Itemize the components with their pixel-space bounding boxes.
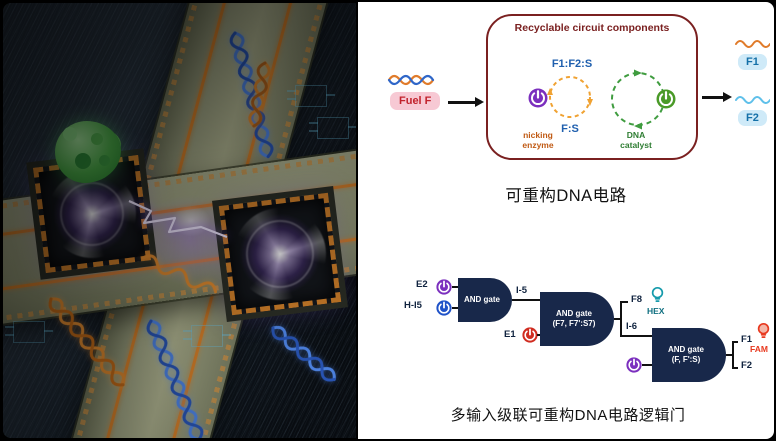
fs-label: F:S xyxy=(559,123,581,135)
input-e1-label: E1 xyxy=(504,329,516,340)
wire xyxy=(642,364,652,366)
e2-power-icon xyxy=(436,279,452,295)
wire xyxy=(726,354,734,356)
vignette xyxy=(3,3,356,438)
wire-i6 xyxy=(620,335,654,337)
fam-label: FAM xyxy=(750,344,768,354)
wire xyxy=(614,318,622,320)
dna-catalyst-label: DNA catalyst xyxy=(620,129,652,150)
fuel-badge: Fuel F xyxy=(390,92,441,110)
nicking-enzyme-label: nicking enzyme xyxy=(522,129,554,150)
wire-i6-label: I-6 xyxy=(626,321,638,332)
complex-label: F1:F2:S xyxy=(549,58,595,70)
wire xyxy=(732,341,738,343)
output-f2-badge: F2 xyxy=(738,110,767,126)
fuel-strand-icon xyxy=(387,74,435,86)
wire-i5-label: I-5 xyxy=(516,285,528,296)
out-f1-label: F1 xyxy=(741,334,753,345)
wire-i5 xyxy=(512,299,540,301)
hex-label: HEX xyxy=(647,306,665,316)
wire xyxy=(732,367,738,369)
wire xyxy=(452,286,458,288)
fam-reporter-icon xyxy=(757,322,770,338)
wire xyxy=(620,301,628,303)
diagram-panel: Fuel F Recyclable circuit components F1:… xyxy=(358,2,774,439)
nicking-enzyme-icon xyxy=(528,88,548,108)
input-e2-label: E2 xyxy=(416,279,428,290)
wire xyxy=(537,334,541,336)
wire-fork xyxy=(732,341,734,369)
input-hi5-label: H-I5 xyxy=(404,300,422,311)
f1-strand-icon xyxy=(735,40,770,48)
output-arrow xyxy=(702,92,732,102)
out-f2-label: F2 xyxy=(741,360,753,371)
wire-fork xyxy=(620,301,622,337)
and-gate-3: AND gate (F, F':S) xyxy=(652,328,726,382)
e1-power-icon xyxy=(522,327,538,343)
gate3-power-icon xyxy=(626,357,642,373)
hex-reporter-icon xyxy=(651,286,664,302)
output-f1-badge: F1 xyxy=(738,54,767,70)
bottom-caption: 多输入级联可重构DNA电路逻辑门 xyxy=(450,407,686,424)
recyclable-components-box: Recyclable circuit components F1:F2:S F:… xyxy=(486,14,698,160)
input-arrow xyxy=(448,97,484,107)
hi5-power-icon xyxy=(436,300,452,316)
wire xyxy=(452,307,458,309)
f2-strand-icon xyxy=(735,96,770,104)
top-caption: 可重构DNA电路 xyxy=(505,187,627,205)
and-gate-1: AND gate xyxy=(458,278,512,322)
out-f8-label: F8 xyxy=(631,294,643,305)
circuit-board-art xyxy=(3,3,356,438)
dna-catalyst-icon xyxy=(656,89,676,109)
box-title: Recyclable circuit components xyxy=(514,22,670,34)
and-gate-2: AND gate (F7, F7':S7) xyxy=(540,292,614,346)
